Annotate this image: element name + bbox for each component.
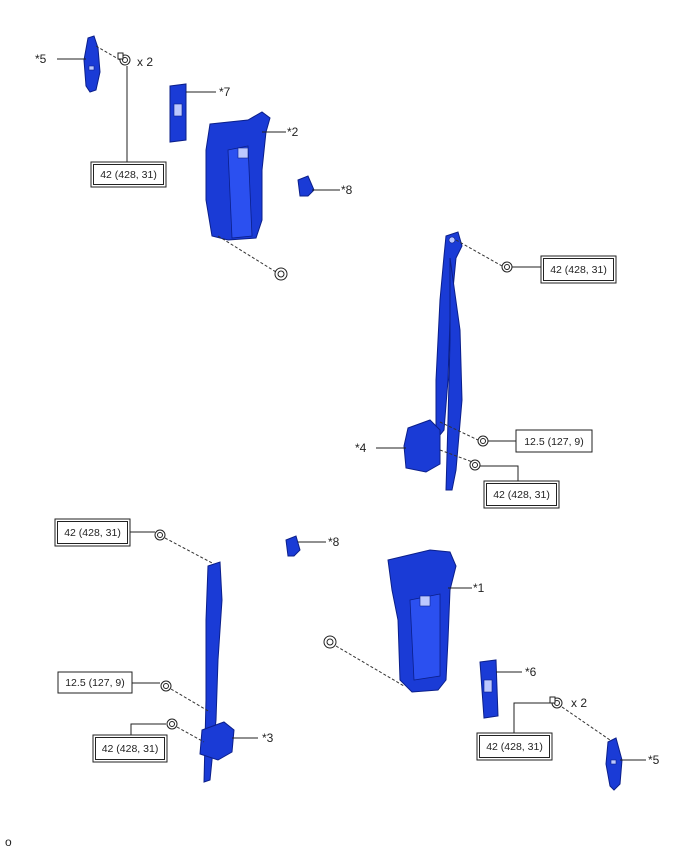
bolt-icon [477, 435, 489, 447]
svg-text:42 (428, 31): 42 (428, 31) [100, 169, 157, 181]
svg-text:12.5 (127, 9): 12.5 (127, 9) [65, 677, 125, 689]
qty-top: x 2 [137, 55, 153, 69]
bolt-icon [501, 261, 513, 273]
qty-bottom: x 2 [571, 696, 587, 710]
torque-box-left-double: 42 (428, 31) [92, 734, 168, 763]
clip-icon [323, 635, 337, 649]
part-5-upper-anchor [83, 35, 101, 93]
svg-text:42 (428, 31): 42 (428, 31) [493, 489, 550, 501]
part-3-seat-belt [199, 561, 235, 783]
callout-8-top: *8 [341, 183, 353, 197]
callout-5-top: *5 [35, 52, 47, 66]
svg-text:42 (428, 31): 42 (428, 31) [486, 741, 543, 753]
svg-text:42 (428, 31): 42 (428, 31) [102, 743, 159, 755]
callout-3: *3 [262, 731, 274, 745]
torque-box-upper-right: 42 (428, 31) [540, 255, 617, 284]
callout-6: *6 [525, 665, 537, 679]
part-8-clip-lower [285, 535, 301, 557]
clip-icon [274, 267, 288, 281]
bolt-icon [469, 459, 481, 471]
callout-4: *4 [355, 441, 367, 455]
bolt-icon [117, 52, 131, 66]
figure-code: o [5, 835, 12, 849]
part-8-clip-upper [297, 175, 315, 197]
callout-7: *7 [219, 85, 231, 99]
callout-2: *2 [287, 125, 299, 139]
part-6-cover [479, 659, 499, 719]
svg-text:42 (428, 31): 42 (428, 31) [64, 527, 121, 539]
torque-box-mid-right-double: 42 (428, 31) [483, 480, 560, 509]
part-2-pillar-garnish [205, 111, 271, 241]
bolt-icon [154, 529, 166, 541]
part-7-cover [169, 83, 187, 143]
bolt-icon [549, 696, 563, 709]
torque-box-bottom-right: 42 (428, 31) [476, 732, 553, 761]
svg-text:42 (428, 31): 42 (428, 31) [550, 264, 607, 276]
part-1-pillar-garnish [387, 549, 457, 693]
svg-text:12.5 (127, 9): 12.5 (127, 9) [524, 436, 584, 448]
callout-1: *1 [473, 581, 485, 595]
callout-8-bottom: *8 [328, 535, 340, 549]
part-5-lower-anchor [605, 737, 623, 791]
part-4-seat-belt [403, 231, 463, 491]
torque-box-left-upper: 42 (428, 31) [54, 518, 131, 547]
callout-5-bottom: *5 [648, 753, 660, 767]
torque-box-top-left: 42 (428, 31) [90, 161, 167, 188]
bolt-icon [160, 680, 172, 692]
torque-box-left-single: 12.5 (127, 9) [57, 671, 133, 694]
torque-box-mid-right-single: 12.5 (127, 9) [515, 429, 593, 453]
bolt-icon [166, 718, 178, 730]
